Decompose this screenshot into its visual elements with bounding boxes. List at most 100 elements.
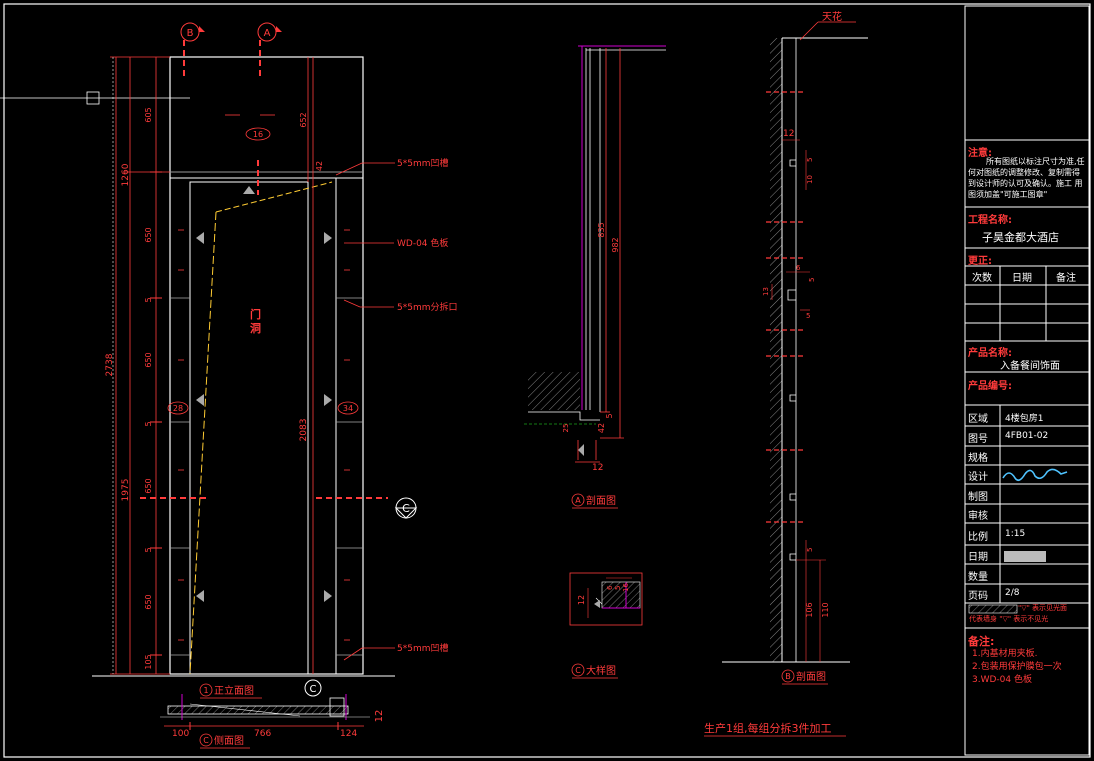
section-a-dim-12: 12: [592, 463, 603, 473]
section-b-dim-6: 6: [796, 264, 801, 272]
project-label: 工程名称:: [968, 215, 1012, 226]
callout-groove-top: 5*5mm凹槽: [397, 157, 449, 169]
revision-header-count: 次数: [972, 273, 992, 284]
section-b-dim-10: 10: [806, 175, 814, 184]
plan-dim-124: 124: [340, 729, 357, 739]
legend-hatch: [968, 604, 1018, 614]
svg-text:34: 34: [343, 404, 353, 413]
row-quantity-label: 数量: [968, 572, 988, 583]
remark-2: 2.包装用保护膜包一次: [972, 662, 1062, 672]
legend-line-2: 代表墙身 "▽" 表示不见光: [969, 615, 1049, 623]
dim-top-right: 652: [299, 112, 308, 127]
product-label: 产品名称:: [968, 348, 1012, 359]
plan-view: 100 766 124 12 C 侧面图: [160, 694, 385, 749]
row-spec-label: 规格: [968, 453, 988, 464]
plan-dim-766: 766: [254, 729, 271, 739]
designer-signature: [1002, 468, 1068, 482]
row-review-label: 审核: [968, 511, 988, 522]
dim-segment-5: 5: [144, 421, 153, 426]
section-b-title: 剖面图: [796, 670, 826, 683]
legend-line-1: "▽" 表示见光面: [1018, 604, 1068, 612]
door-label-1: 门: [250, 307, 261, 321]
section-marker-b: B: [180, 22, 205, 42]
detail-c-title-num: C: [575, 666, 581, 675]
section-a-dim-835: 835: [597, 222, 606, 237]
callout-groove-bottom: 5*5mm凹槽: [397, 642, 449, 654]
section-b-dim-5c: 5: [806, 312, 810, 320]
production-note: 生产1组,每组分拆3件加工: [704, 721, 832, 735]
dim-segment-7: 5: [144, 547, 153, 552]
dim-42: 42: [315, 161, 324, 171]
svg-text:28: 28: [173, 404, 183, 413]
row-drawing-no-value: 4FB01-02: [1005, 431, 1049, 441]
section-b-dim-13: 13: [762, 287, 770, 296]
dim-opening: 2083: [299, 419, 309, 442]
dim-overall-height: 2738: [105, 353, 115, 376]
section-b-dim-106: 106: [805, 602, 814, 617]
row-area-value: 4楼包房1: [1005, 414, 1044, 424]
elevation-marker-c-bottom: C: [304, 679, 322, 697]
detail-c-dim-16: 16: [622, 583, 630, 592]
date-redaction: [1004, 551, 1046, 562]
remark-3: 3.WD-04 色板: [972, 675, 1032, 685]
dim-segment-3: 5: [144, 297, 153, 302]
section-b-dim-5a: 5: [806, 158, 814, 162]
detail-c-dim-5: 5: [614, 586, 622, 590]
section-a: 835 982 42 5 12 25 A 剖面图: [524, 45, 666, 509]
row-area-label: 区域: [968, 414, 988, 425]
plan-title: 侧面图: [214, 734, 244, 747]
revision-label: 更正:: [968, 256, 992, 267]
row-drawing-no-label: 图号: [968, 434, 988, 445]
row-scale-label: 比例: [968, 532, 988, 543]
section-b-dim-12: 12: [783, 129, 794, 139]
elevation-title: 1 正立面图: [199, 683, 262, 699]
section-a-title-num: A: [575, 496, 581, 505]
dim-segment-8: 650: [144, 594, 153, 609]
cad-cursor: [0, 91, 190, 105]
row-page-value: 2/8: [1005, 588, 1020, 598]
plan-dim-100: 100: [172, 729, 189, 739]
callout-split: 5*5mm分拆口: [397, 301, 458, 313]
tag-left: 28: [167, 401, 189, 415]
callout-panel: WD-04 色板: [397, 237, 448, 249]
dim-upper: 1260: [121, 163, 131, 186]
section-a-dim-25: 25: [562, 424, 570, 433]
dim-segment-6: 650: [144, 478, 153, 493]
detail-c-dim-6: 6: [606, 585, 614, 590]
remark-1: 1.内基材用夹板.: [972, 649, 1038, 659]
dim-segment-1: 605: [144, 107, 153, 122]
door-label-2: 洞: [250, 321, 261, 335]
front-elevation: 2738 1260 1975 605 650 5 650 5 650 5 650…: [92, 22, 458, 699]
detail-c-title: 大样图: [586, 664, 616, 677]
ceiling-label: 天花: [822, 10, 842, 23]
section-marker-a: A: [257, 22, 282, 42]
svg-text:C: C: [402, 502, 410, 515]
svg-text:A: A: [264, 28, 271, 39]
section-b: 12 5 10 6 5 13 5 5 106 110 天花 B 剖面图: [722, 10, 868, 685]
detail-c: 12 6 5 16 C 大样图: [569, 572, 643, 679]
dim-segment-2: 650: [144, 227, 153, 242]
drawing-frame: [3, 3, 1091, 758]
dim-segment-4: 650: [144, 352, 153, 367]
remarks-title: 备注:: [968, 635, 995, 648]
svg-text:16: 16: [253, 130, 263, 139]
row-page-label: 页码: [968, 591, 988, 602]
row-design-label: 设计: [968, 472, 988, 483]
plan-dim-12: 12: [374, 710, 385, 723]
notes-title: 注意:: [968, 148, 992, 159]
plan-title-num: C: [203, 736, 209, 745]
row-scale-value: 1:15: [1005, 529, 1026, 539]
section-a-dim-982: 982: [611, 237, 620, 252]
section-b-dim-5d: 5: [806, 548, 814, 552]
revision-header-remark: 备注: [1056, 273, 1076, 284]
section-b-title-num: B: [785, 672, 791, 681]
notes-text: 所有图纸以标注尺寸为准,任何对图纸的调整修改、复制需得到设计师的认可及确认。施工…: [968, 157, 1085, 199]
svg-text:1: 1: [203, 686, 208, 695]
section-a-title: 剖面图: [586, 494, 616, 507]
product-code-label: 产品编号:: [968, 381, 1012, 392]
tag-top: 16: [245, 127, 271, 141]
dim-lower: 1975: [121, 479, 131, 502]
row-drafting-label: 制图: [968, 492, 988, 503]
product-name: 入备餐间饰面: [1000, 361, 1060, 372]
